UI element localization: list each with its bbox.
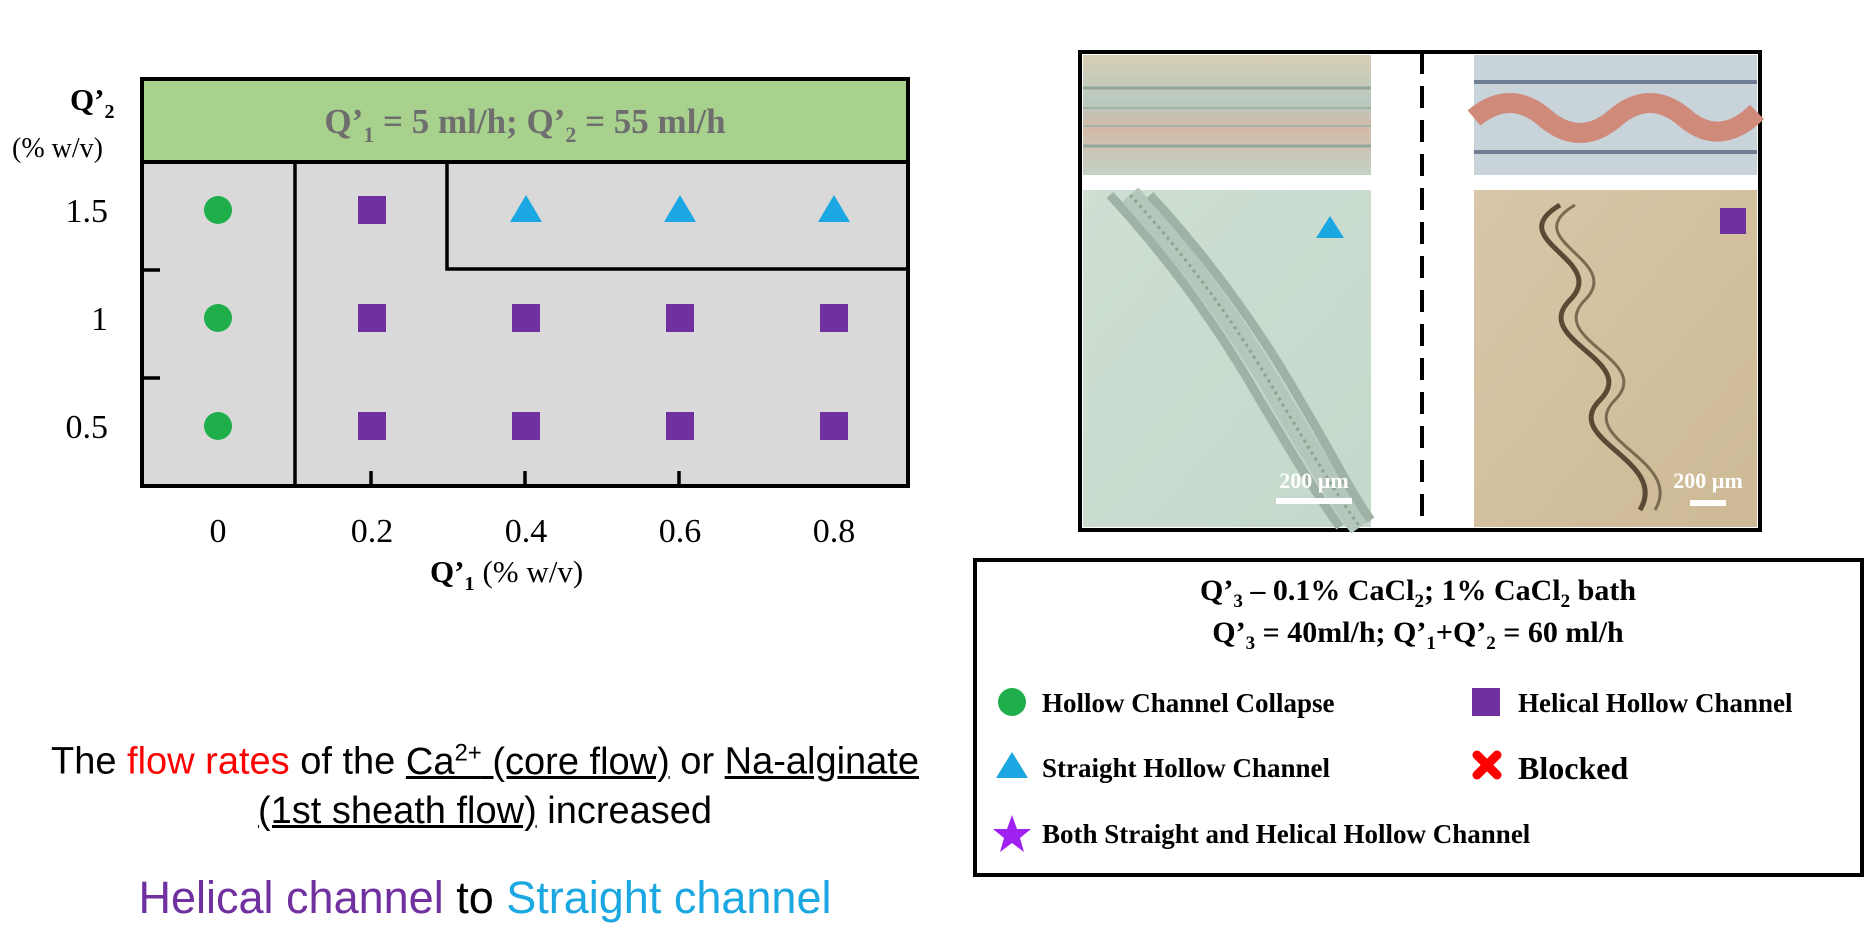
x-tick-label: 0 <box>210 513 227 550</box>
data-markers <box>204 195 850 440</box>
caption-sheath-flow-detail: (1st sheath flow) <box>257 789 537 832</box>
scale-bar-label-right: 200 µm <box>1673 468 1743 493</box>
data-point-square <box>666 304 694 332</box>
legend-condition-2: Q’3 = 40ml/h; Q’1+Q’2 = 60 ml/h <box>1212 616 1624 654</box>
x-axis-label: Q’1(% w/v) <box>430 554 583 595</box>
data-point-square <box>820 304 848 332</box>
y-tick-label: 1.5 <box>66 193 109 230</box>
legend-square-icon <box>1472 688 1500 716</box>
legend-label-helical: Helical Hollow Channel <box>1518 688 1793 718</box>
x-tick-label: 0.2 <box>351 513 394 550</box>
caption-text: The flow rates of the Ca2+ (core flow) o… <box>20 728 950 836</box>
caption-core-flow: Ca2+ (core flow) <box>405 739 670 783</box>
data-point-circle <box>204 304 232 332</box>
legend-label-both: Both Straight and Helical Hollow Channel <box>1042 819 1531 849</box>
data-point-square <box>512 412 540 440</box>
legend-circle-icon <box>998 688 1026 716</box>
caption-part: The <box>51 740 128 783</box>
micrograph-panel: 200 µm 200 µm <box>1078 50 1764 534</box>
data-point-triangle <box>510 195 542 222</box>
x-tick-label: 0.6 <box>659 513 702 550</box>
y-tick-label: 0.5 <box>66 409 109 446</box>
data-point-square <box>512 304 540 332</box>
data-point-square <box>358 412 386 440</box>
straight-channel-topview <box>1083 55 1371 175</box>
micrograph-marker-square <box>1720 208 1746 234</box>
helical-channel-micrograph <box>1474 190 1757 527</box>
conclusion-to: to <box>443 872 507 923</box>
data-point-square <box>666 412 694 440</box>
legend-triangle-icon <box>996 752 1028 778</box>
legend-condition-1: Q’3 – 0.1% CaCl2; 1% CaCl2 bath <box>1200 574 1636 612</box>
data-point-square <box>820 412 848 440</box>
caption-highlight: flow rates <box>127 740 290 783</box>
conclusion-straight: Straight channel <box>506 872 832 923</box>
x-tick-label: 0.8 <box>813 513 856 550</box>
caption-part: increased <box>536 789 713 832</box>
data-point-square <box>358 196 386 224</box>
caption-sheath-flow: Na-alginate <box>724 740 919 783</box>
legend-star-icon <box>993 815 1031 852</box>
caption-part: or <box>669 740 725 783</box>
scale-bar-label-left: 200 µm <box>1279 468 1349 493</box>
boundary-straight-region <box>445 162 908 271</box>
legend-label-blocked: Blocked <box>1518 750 1628 786</box>
data-point-circle <box>204 412 232 440</box>
chart-header-band <box>140 77 910 164</box>
legend-box: Q’3 – 0.1% CaCl2; 1% CaCl2 bath Q’3 = 40… <box>973 558 1864 877</box>
y-tick-label: 1 <box>91 301 108 338</box>
legend-cross-icon <box>1472 750 1502 780</box>
micrograph-marker-triangle <box>1316 216 1344 238</box>
y-axis-label-main: Q’2 <box>70 82 114 123</box>
chart-header-text: Q’1 = 5 ml/h; Q’2 = 55 ml/h <box>324 102 725 147</box>
data-point-triangle <box>818 195 850 222</box>
data-point-triangle <box>664 195 696 222</box>
conclusion-helical: Helical channel <box>138 872 444 923</box>
data-point-circle <box>204 196 232 224</box>
legend-label-straight: Straight Hollow Channel <box>1042 753 1331 783</box>
conclusion-text: Helical channel to Straight channel <box>20 872 950 924</box>
x-tick-labels: 0 0.2 0.4 0.6 0.8 <box>210 513 856 550</box>
y-axis-label-unit: (% w/v) <box>12 133 103 164</box>
legend-label-collapse: Hollow Channel Collapse <box>1042 688 1335 718</box>
data-point-square <box>358 304 386 332</box>
caption-part: of the <box>289 740 406 783</box>
phase-diagram-chart: Q’1 = 5 ml/h; Q’2 = 55 ml/h 0 0.2 0.4 0.6 0.… <box>12 77 910 595</box>
legend-frame <box>973 558 1864 877</box>
x-tick-label: 0.4 <box>505 513 548 550</box>
axis-ticks <box>142 268 681 486</box>
y-tick-labels: 0.5 1 1.5 <box>66 193 109 446</box>
